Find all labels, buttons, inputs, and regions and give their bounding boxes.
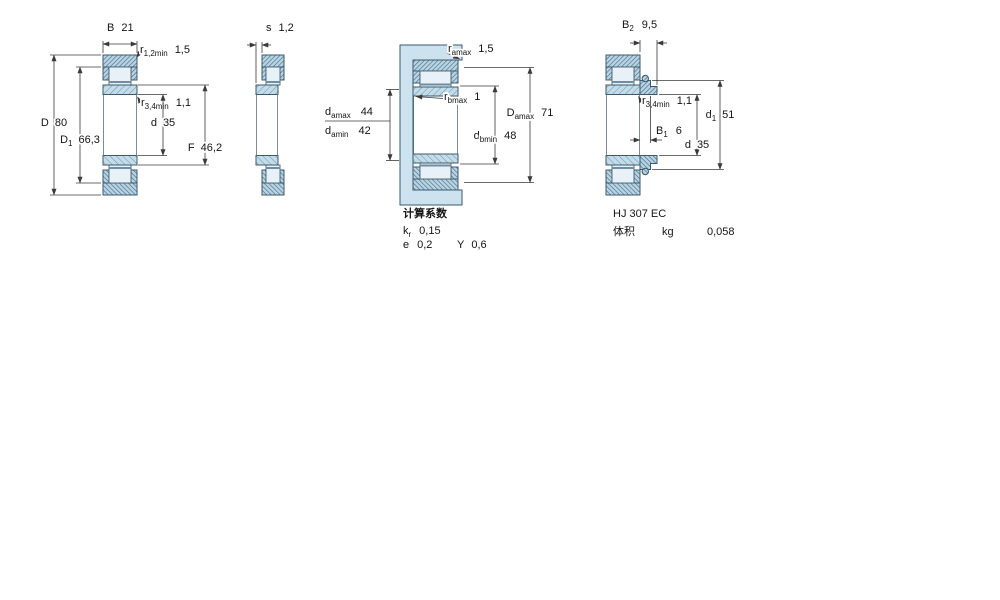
inner-ring-section-displaced	[255, 84, 279, 95]
fig2-upper-half	[255, 54, 285, 95]
designation-label: HJ 307 EC	[613, 208, 666, 220]
outer-ring-flange	[605, 66, 613, 81]
inner-ring-section	[102, 84, 138, 95]
outer-ring-flange	[412, 70, 421, 84]
calc-factors-title: 计算系数	[403, 206, 448, 220]
inner-ring-section	[412, 86, 459, 97]
fig4-lower-half	[605, 155, 658, 196]
leader-line-r34	[638, 96, 644, 104]
leader-line-r34	[137, 96, 143, 104]
outer-ring-flange	[450, 70, 459, 84]
outer-ring-flange	[261, 66, 267, 81]
fig3-upper-half	[412, 59, 459, 97]
fig1-lower-half	[102, 155, 138, 196]
outer-ring-section	[605, 54, 641, 68]
mass-value: 0,058	[707, 226, 735, 238]
cage-bar	[266, 81, 280, 83]
outer-ring-section	[261, 54, 285, 68]
outer-ring-flange	[279, 66, 285, 81]
outer-ring-flange	[102, 66, 110, 81]
fig2-lower-half	[255, 155, 285, 196]
fig3-lower-half	[412, 153, 459, 191]
leader-line-rb	[415, 94, 444, 100]
cage-bar	[420, 83, 451, 86]
leader-line-r12	[136, 50, 143, 58]
hj-ring-lip-tip	[641, 74, 649, 83]
hj-angle-ring-section	[639, 80, 658, 95]
outer-ring-section	[102, 54, 138, 68]
fig4-upper-half	[605, 54, 658, 95]
outer-ring-flange	[633, 66, 641, 81]
mass-label: 体积	[613, 224, 635, 238]
outer-ring-section	[412, 59, 459, 72]
cage-bar	[612, 81, 634, 83]
leader-line-ra	[446, 52, 460, 60]
mass-unit: kg	[662, 226, 674, 238]
fig1-upper-half	[102, 54, 138, 95]
inner-ring-section	[605, 84, 641, 95]
outer-ring-flange	[130, 66, 138, 81]
cage-bar	[109, 81, 131, 83]
